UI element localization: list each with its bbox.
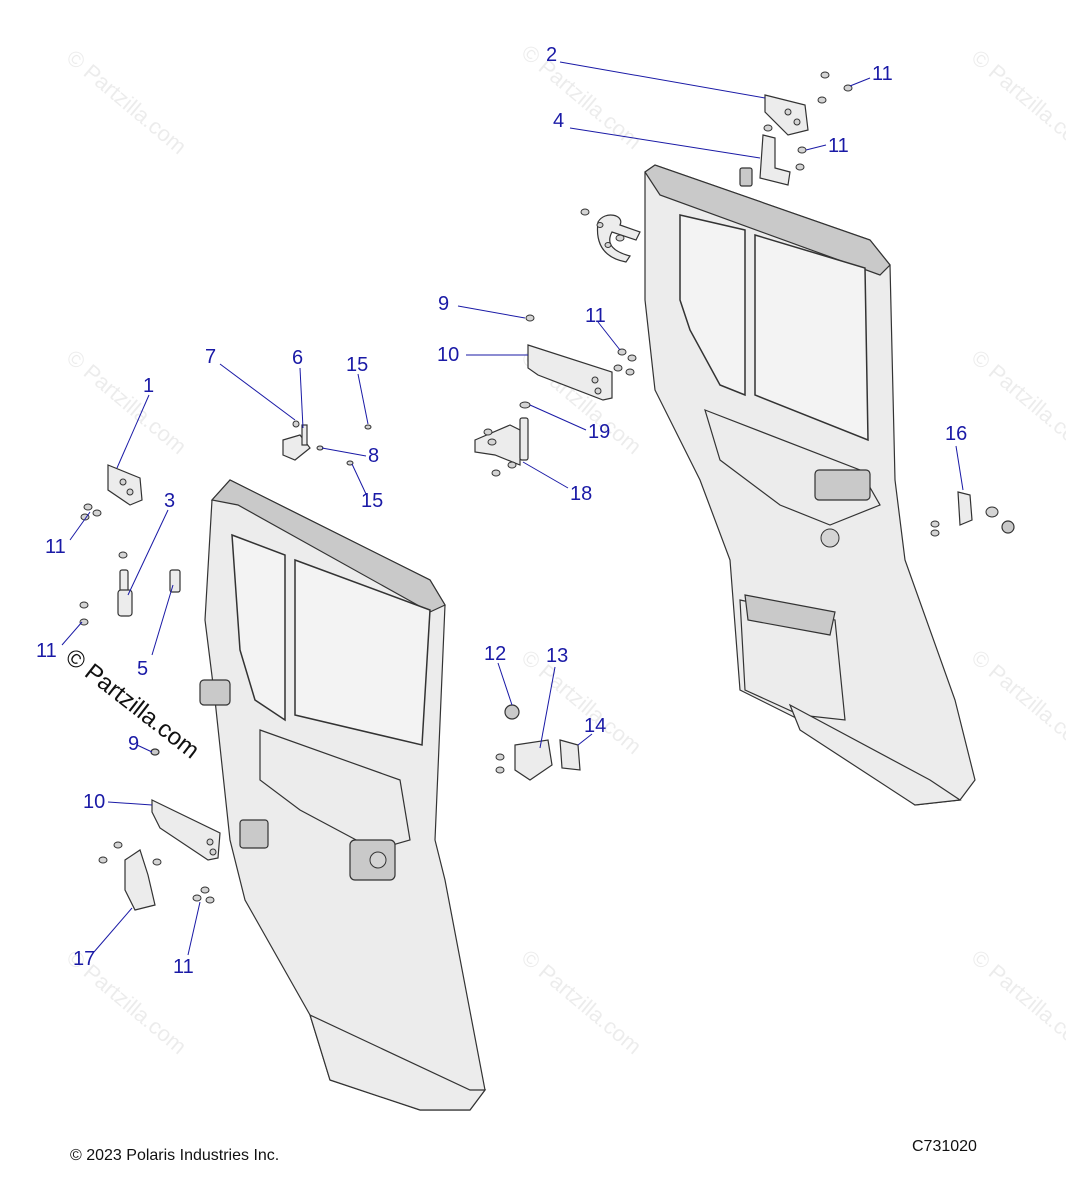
- watermark: © Partzilla.com: [517, 945, 647, 1059]
- callout-10: 10: [437, 344, 459, 366]
- callout-1: 1: [143, 375, 154, 397]
- watermark: © Partzilla.com: [62, 45, 192, 159]
- callout-6: 6: [292, 347, 303, 369]
- callout-11: 11: [585, 305, 606, 327]
- handle-strap-left: [98, 748, 221, 911]
- hinge-18: [474, 401, 531, 477]
- callout-8: 8: [368, 445, 379, 467]
- callout-9: 9: [128, 733, 139, 755]
- watermark: © Partzilla.com: [967, 645, 1066, 759]
- callout-11: 11: [872, 63, 893, 85]
- watermark: © Partzilla.com: [62, 345, 192, 459]
- callout-7: 7: [205, 346, 216, 368]
- watermark: © Partzilla.com: [967, 945, 1066, 1059]
- callout-18: 18: [570, 483, 592, 505]
- callout-19: 19: [588, 421, 610, 443]
- callout-15: 15: [361, 490, 383, 512]
- left-door: [199, 479, 487, 1111]
- watermark: © Partzilla.com: [967, 345, 1066, 459]
- watermark: © Partzilla.com: [967, 45, 1066, 159]
- callout-17: 17: [73, 948, 95, 970]
- callout-3: 3: [164, 490, 175, 512]
- callout-14: 14: [584, 715, 606, 737]
- right-door: [644, 164, 976, 806]
- diagram-code: C731020: [912, 1138, 977, 1155]
- callout-9: 9: [438, 293, 449, 315]
- hinge-13: [495, 704, 581, 781]
- callout-11: 11: [173, 956, 194, 978]
- callout-4: 4: [553, 110, 564, 132]
- callout-12: 12: [484, 643, 506, 665]
- callout-11: 11: [45, 536, 66, 558]
- hinge-left-3: [79, 551, 181, 626]
- copyright-text: © 2023 Polaris Industries Inc.: [70, 1147, 280, 1164]
- callout-11: 11: [36, 640, 57, 662]
- callout-10: 10: [83, 791, 105, 813]
- callouts: 2 4 11 11 9 10 11 19 18 16 1 11 3 5 11 7…: [36, 44, 967, 978]
- callout-5: 5: [137, 658, 148, 680]
- callout-13: 13: [546, 645, 568, 667]
- latch-16: [930, 491, 1015, 537]
- handle-strap-right: [525, 314, 637, 401]
- callout-2: 2: [546, 44, 557, 66]
- callout-11: 11: [828, 135, 849, 157]
- leader-lines: [61, 61, 964, 956]
- callout-16: 16: [945, 423, 967, 445]
- hinge-upper-right: [739, 71, 853, 187]
- hinge-left-1: [80, 464, 143, 521]
- callout-15: 15: [346, 354, 368, 376]
- pin-assembly-6: [282, 420, 372, 466]
- strap-upper: [580, 208, 641, 263]
